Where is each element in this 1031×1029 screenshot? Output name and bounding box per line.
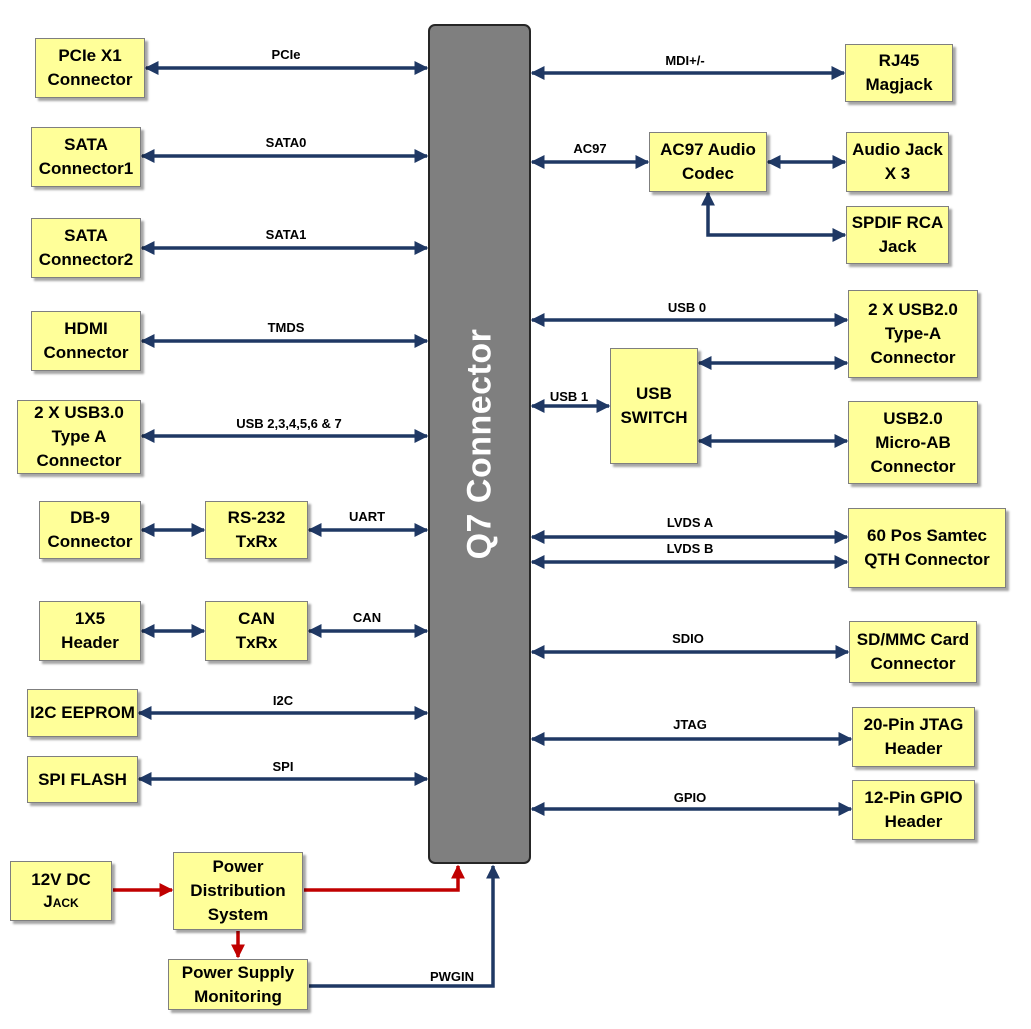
jtag-header-box: 20-Pin JTAG Header <box>852 707 975 767</box>
signal-label-tmds: TMDS <box>267 320 305 335</box>
sata-connector1-box: SATA Connector1 <box>31 127 141 187</box>
signal-label-spi: SPI <box>272 759 294 774</box>
sd-mmc-card-connector-box: SD/MMC Card Connector <box>849 621 977 683</box>
hdmi-connector-box: HDMI Connector <box>31 311 141 371</box>
signal-label-can: CAN <box>352 610 382 625</box>
signal-label-sata0: SATA0 <box>265 135 307 150</box>
usb20-micro-ab-connector-box: USB2.0 Micro-AB Connector <box>848 401 978 484</box>
signal-label-i2c: I2C <box>272 693 294 708</box>
dc-jack-box: 12V DC Jack <box>10 861 112 921</box>
pwgin-arrow <box>309 864 500 988</box>
power-to-q7-arrow <box>304 864 465 892</box>
q7-connector-title: Q7 Connector <box>460 328 498 560</box>
spi-flash-box: SPI FLASH <box>27 756 138 803</box>
power-distribution-box: Power Distribution System <box>173 852 303 930</box>
usb20-type-a-connector-box: 2 X USB2.0 Type-A Connector <box>848 290 978 378</box>
usb30-type-a-connector-box: 2 X USB3.0 Type A Connector <box>17 400 141 474</box>
audio-jack-box: Audio Jack X 3 <box>846 132 949 192</box>
signal-label-ac97: AC97 <box>573 141 607 156</box>
db9-connector-box: DB-9 Connector <box>39 501 141 559</box>
signal-label-uart: UART <box>348 509 386 524</box>
signal-label-usb0: USB 0 <box>667 300 707 315</box>
signal-label-sata1: SATA1 <box>265 227 307 242</box>
signal-label-jtag: JTAG <box>673 717 707 732</box>
signal-label-mdi: MDI+/- <box>665 53 705 68</box>
signal-label-lvds-a: LVDS A <box>666 515 714 530</box>
sata-connector2-box: SATA Connector2 <box>31 218 141 278</box>
pcie-x1-connector-box: PCIe X1 Connector <box>35 38 145 98</box>
samtec-qth-connector-box: 60 Pos Samtec QTH Connector <box>848 508 1006 588</box>
spdif-rca-jack-box: SPDIF RCA Jack <box>846 206 949 264</box>
signal-label-gpio: GPIO <box>673 790 707 805</box>
signal-label-sdio: SDIO <box>672 631 704 646</box>
q7-connector: Q7 Connector <box>428 24 531 864</box>
can-txrx-box: CAN TxRx <box>205 601 308 661</box>
rj45-magjack-box: RJ45 Magjack <box>845 44 953 102</box>
signal-label-lvds-b: LVDS B <box>666 541 714 556</box>
usb-switch-box: USB SWITCH <box>610 348 698 464</box>
ac97-audio-codec-box: AC97 Audio Codec <box>649 132 767 192</box>
codec-spdif-arrow <box>701 191 847 242</box>
signal-label-pwgin: PWGIN <box>429 969 475 984</box>
rs232-txrx-box: RS-232 TxRx <box>205 501 308 559</box>
power-supply-monitoring-box: Power Supply Monitoring <box>168 959 308 1010</box>
header-1x5-box: 1X5 Header <box>39 601 141 661</box>
dc-jack-label: 12V DC Jack <box>31 870 91 911</box>
signal-label-usb-multi: USB 2,3,4,5,6 & 7 <box>236 416 342 431</box>
signal-label-pcie: PCIe <box>271 47 301 62</box>
signal-label-usb1: USB 1 <box>549 389 589 404</box>
i2c-eeprom-box: I2C EEPROM <box>27 689 138 737</box>
gpio-header-box: 12-Pin GPIO Header <box>852 780 975 840</box>
